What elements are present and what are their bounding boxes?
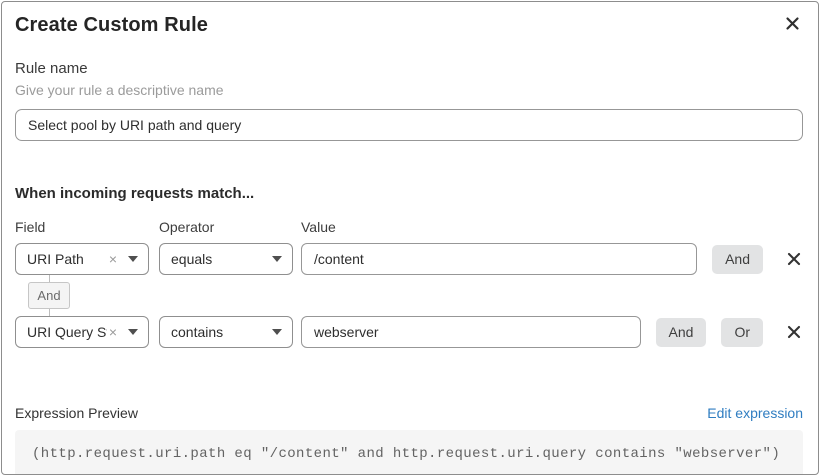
rule-name-input[interactable] (15, 109, 803, 141)
operator-select[interactable]: equals (159, 243, 293, 275)
column-labels: Field Operator Value (15, 219, 803, 235)
condition-connector: And (15, 275, 803, 316)
connector-line (49, 309, 50, 316)
delete-row-icon[interactable] (785, 250, 803, 268)
delete-row-icon[interactable] (785, 323, 803, 341)
match-section-heading: When incoming requests match... (15, 185, 255, 202)
and-condition-button[interactable]: And (655, 317, 707, 347)
or-condition-button[interactable]: Or (721, 317, 763, 347)
chevron-down-icon (272, 256, 282, 262)
field-column-label: Field (15, 219, 46, 235)
edit-expression-link[interactable]: Edit expression (707, 405, 803, 421)
field-select[interactable]: URI Path × (15, 243, 149, 275)
chevron-down-icon (128, 256, 138, 262)
expression-preview-label: Expression Preview (15, 405, 138, 421)
value-input[interactable] (301, 316, 641, 348)
operator-select-value: contains (171, 324, 224, 340)
page-title: Create Custom Rule (15, 14, 208, 36)
and-connector-badge: And (28, 282, 70, 309)
value-input[interactable] (301, 243, 698, 275)
connector-line (49, 275, 50, 282)
field-select-value: URI Path (27, 251, 84, 267)
clear-selection-icon[interactable]: × (108, 324, 117, 340)
operator-column-label: Operator (159, 219, 215, 235)
field-select-value: URI Query St... (27, 324, 107, 340)
clear-selection-icon[interactable]: × (108, 251, 117, 267)
chevron-down-icon (128, 329, 138, 335)
expression-preview-header: Expression Preview Edit expression (15, 405, 803, 421)
operator-select[interactable]: contains (159, 316, 293, 348)
field-select[interactable]: URI Query St... × (15, 316, 149, 348)
operator-select-value: equals (171, 251, 213, 267)
and-condition-button[interactable]: And (712, 244, 763, 274)
rule-name-helper: Give your rule a descriptive name (15, 82, 224, 98)
rule-name-label: Rule name (15, 60, 88, 77)
match-row: URI Query St... × contains And Or (15, 316, 803, 348)
value-column-label: Value (301, 219, 336, 235)
dialog-header: Create Custom Rule (15, 12, 803, 38)
expression-preview-code: (http.request.uri.path eq "/content" and… (15, 430, 803, 474)
close-icon[interactable] (783, 14, 801, 32)
match-row: URI Path × equals And (15, 243, 803, 275)
chevron-down-icon (272, 329, 282, 335)
